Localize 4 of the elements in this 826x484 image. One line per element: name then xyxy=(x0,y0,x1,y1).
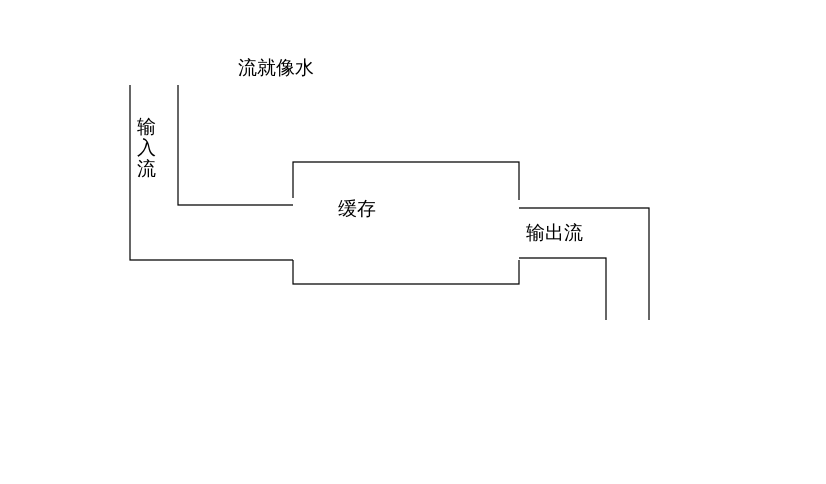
pipe-label: 输入流 xyxy=(137,117,156,180)
note-text: 流就像水 xyxy=(238,56,314,81)
tank-label: 缓存 xyxy=(338,197,376,222)
pipe-label: 输出流 xyxy=(526,221,583,246)
